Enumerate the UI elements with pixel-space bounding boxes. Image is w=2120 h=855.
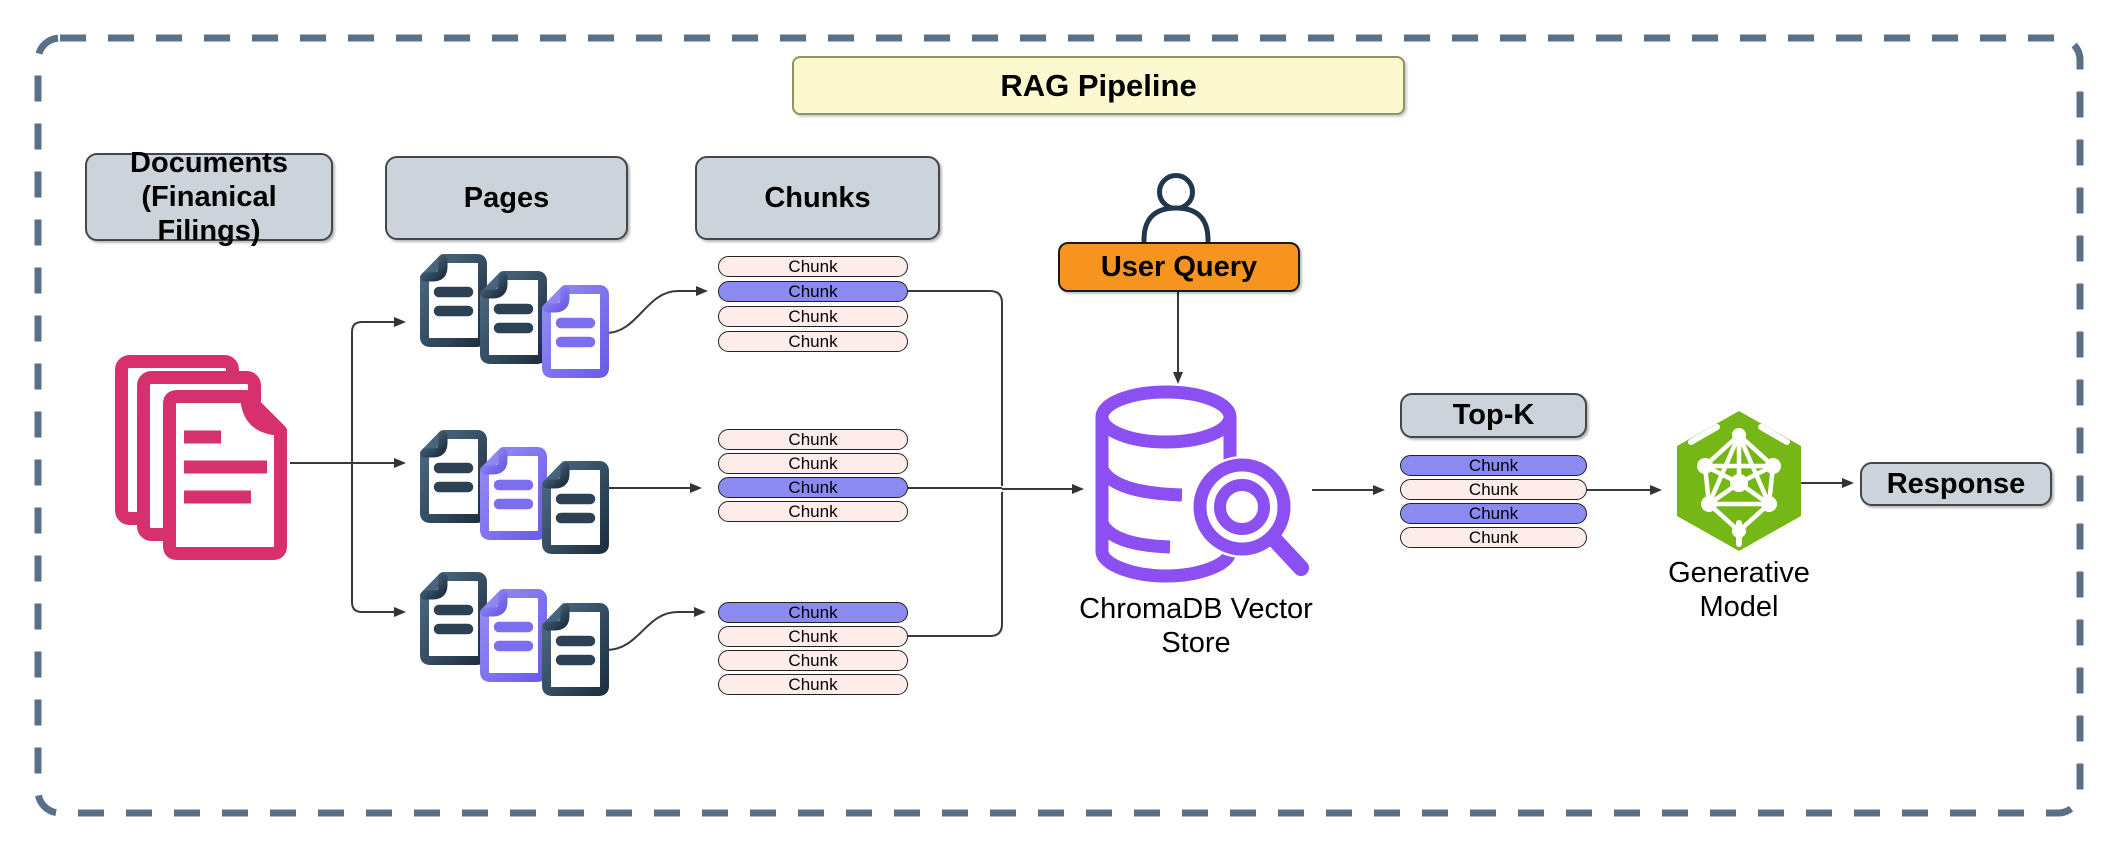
page-group-2	[420, 430, 615, 560]
vector-store-caption: ChromaDB Vector Store	[1066, 592, 1326, 660]
user-query-box: User Query	[1058, 242, 1300, 292]
neural-network-hexagon-icon	[1677, 411, 1801, 551]
diagram-title: RAG Pipeline	[792, 56, 1405, 115]
diagram-title-text: RAG Pipeline	[1000, 67, 1197, 103]
header-documents-line2: (Finanical Filings)	[141, 181, 277, 247]
chunk-pill: Chunk	[718, 331, 908, 352]
chunk-pill: Chunk	[718, 256, 908, 277]
header-documents: Documents (Finanical Filings)	[85, 147, 333, 247]
generative-model-caption-line2: Model	[1699, 591, 1779, 623]
top-k-box: Top-K	[1400, 393, 1587, 438]
chunk-pill-highlighted: Chunk	[718, 477, 908, 498]
document-stack-icon	[115, 355, 287, 560]
chunk-pill: Chunk	[718, 453, 908, 474]
connector-chunks-to-store	[906, 290, 1084, 637]
chunk-pill: Chunk	[718, 429, 908, 450]
vector-store-caption-line1: ChromaDB Vector	[1079, 593, 1313, 625]
header-chunks: Chunks	[695, 156, 940, 240]
generative-model-caption-line1: Generative	[1668, 557, 1810, 589]
vector-store-caption-line2: Store	[1161, 627, 1231, 659]
chunk-pill-highlighted: Chunk	[1400, 503, 1587, 524]
chunk-pill-highlighted: Chunk	[1400, 455, 1587, 476]
page-group-3	[420, 572, 615, 702]
chunk-pill: Chunk	[718, 626, 908, 647]
dashed-border-frame	[34, 34, 2084, 817]
chunk-group-1: Chunk Chunk Chunk Chunk	[718, 256, 908, 352]
database-search-icon	[1095, 385, 1316, 583]
header-documents-line1: Documents	[130, 147, 288, 179]
person-icon	[1141, 173, 1211, 246]
chunk-group-2: Chunk Chunk Chunk Chunk	[718, 429, 908, 522]
chunk-pill-highlighted: Chunk	[718, 281, 908, 302]
response-label: Response	[1886, 467, 2026, 500]
generative-model-caption: Generative Model	[1639, 556, 1839, 624]
connector-pages-to-chunks	[605, 286, 708, 651]
chunk-pill-highlighted: Chunk	[718, 602, 908, 623]
top-k-label: Top-K	[1452, 399, 1535, 431]
chunk-pill: Chunk	[718, 674, 908, 695]
chunk-pill: Chunk	[1400, 479, 1587, 500]
chunk-pill: Chunk	[718, 306, 908, 327]
header-pages-label: Pages	[463, 181, 550, 214]
connector-docs-to-pages	[290, 317, 406, 617]
top-k-chunks: Chunk Chunk Chunk Chunk	[1400, 455, 1587, 548]
chunk-pill: Chunk	[1400, 527, 1587, 548]
page-group-1	[420, 254, 615, 384]
chunk-pill: Chunk	[718, 501, 908, 522]
response-box: Response	[1860, 462, 2052, 506]
chunk-pill: Chunk	[718, 650, 908, 671]
header-pages: Pages	[385, 156, 628, 240]
user-query-label: User Query	[1100, 250, 1258, 283]
header-chunks-label: Chunks	[764, 181, 871, 214]
chunk-group-3: Chunk Chunk Chunk Chunk	[718, 602, 908, 695]
